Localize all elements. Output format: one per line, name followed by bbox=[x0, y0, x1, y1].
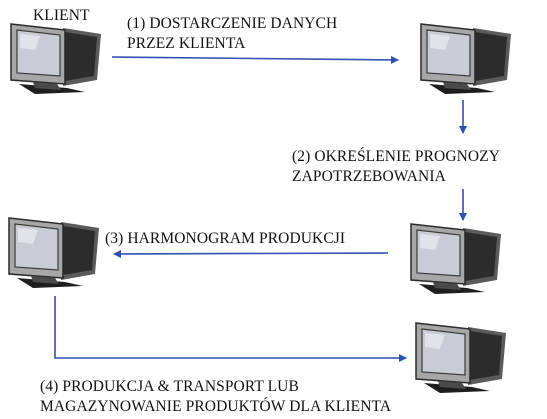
client-computer-middle-icon bbox=[8, 217, 100, 289]
arrow-step-4 bbox=[54, 296, 407, 362]
computer-middle-right-icon bbox=[410, 223, 502, 295]
arrow-step-3 bbox=[113, 249, 389, 258]
computer-bottom-right-icon bbox=[415, 322, 507, 394]
step-2-line-2: ZAPOTRZEBOWANIA bbox=[292, 168, 446, 185]
client-label-text: KLIENT bbox=[33, 7, 90, 24]
computer-top-right-icon bbox=[420, 23, 512, 95]
step-4-line-1: (4) PRODUKCJA & TRANSPORT LUB bbox=[40, 378, 299, 395]
step-2-line-1: (2) OKREŚLENIE PROGNOZY bbox=[292, 148, 501, 165]
step-1-line-2: PRZEZ KLIENTA bbox=[127, 35, 246, 52]
step-1-line-1: (1) DOSTARCZENIE DANYCH bbox=[127, 15, 338, 32]
step-3-line-1: (3) HARMONOGRAM PRODUKCJI bbox=[105, 230, 346, 247]
step-4-label: (4) PRODUKCJA & TRANSPORT LUB MAGAZYNOWA… bbox=[40, 377, 391, 417]
step-1-label: (1) DOSTARCZENIE DANYCH PRZEZ KLIENTA bbox=[127, 14, 337, 54]
step-4-line-2: MAGAZYNOWANIE PRODUKTÓW DLA KLIENTA bbox=[40, 398, 392, 415]
arrow-step-1 bbox=[111, 55, 399, 64]
step-2-label: (2) OKREŚLENIE PROGNOZY ZAPOTRZEBOWANIA bbox=[292, 147, 500, 187]
client-label: KLIENT bbox=[33, 6, 90, 26]
step-3-label: (3) HARMONOGRAM PRODUKCJI bbox=[105, 229, 345, 249]
client-computer-top-icon bbox=[10, 23, 102, 95]
